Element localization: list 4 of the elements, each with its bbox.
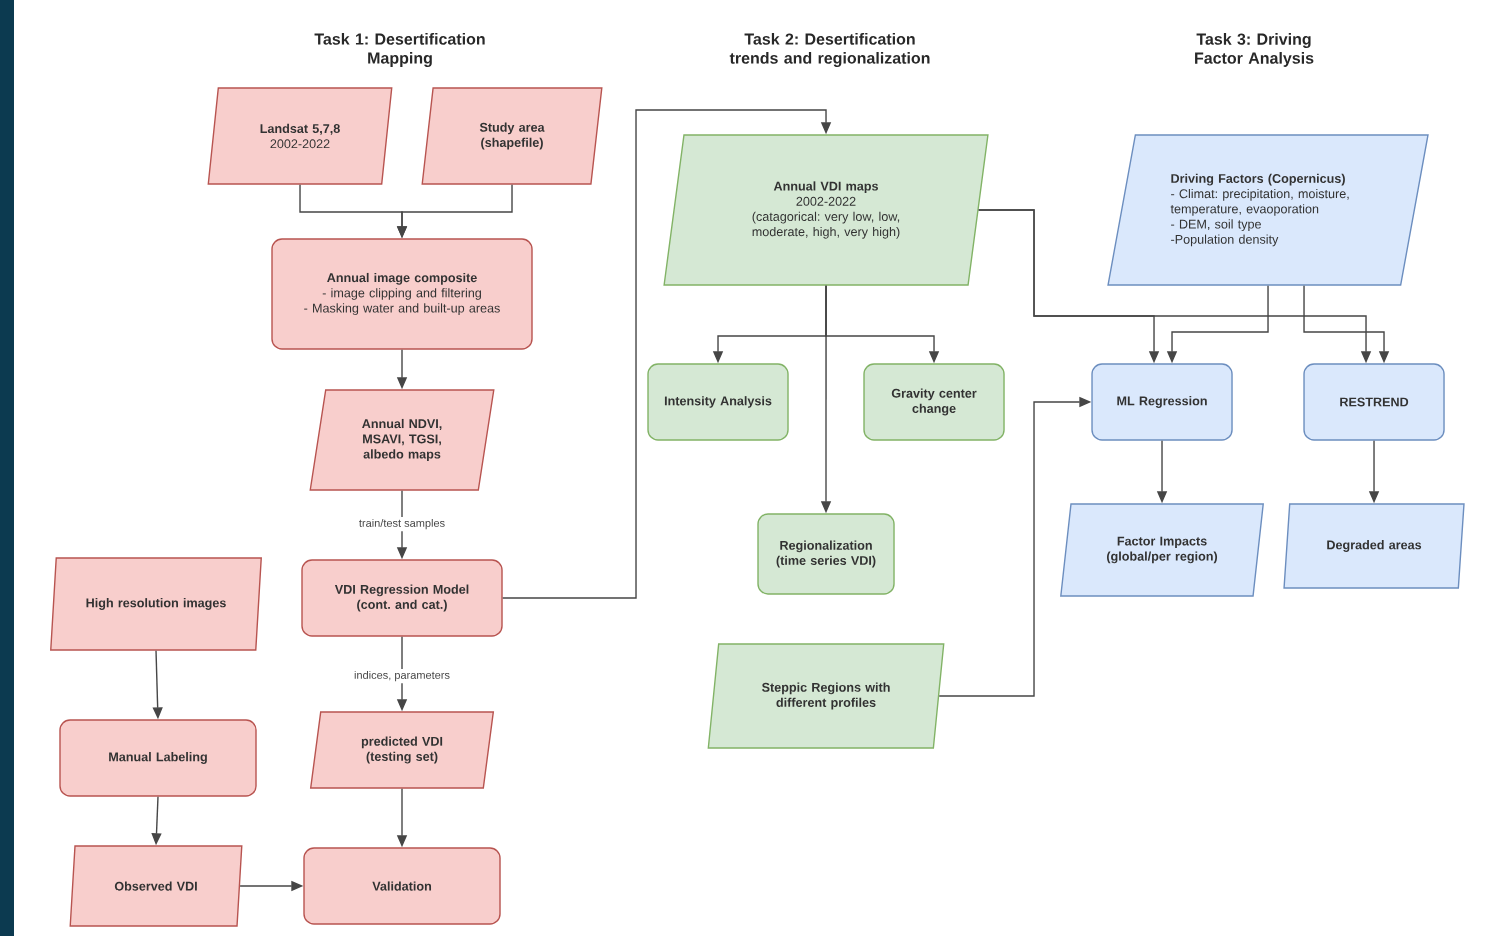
connector-arrow (502, 109, 832, 599)
column-heading: Task 3: Driving Factor Analysis (1195, 33, 1314, 67)
column-heading: Task 2: Desertification trends and regionalization (729, 33, 930, 67)
column-heading: Task 1: Desertification Mapping (314, 33, 485, 67)
